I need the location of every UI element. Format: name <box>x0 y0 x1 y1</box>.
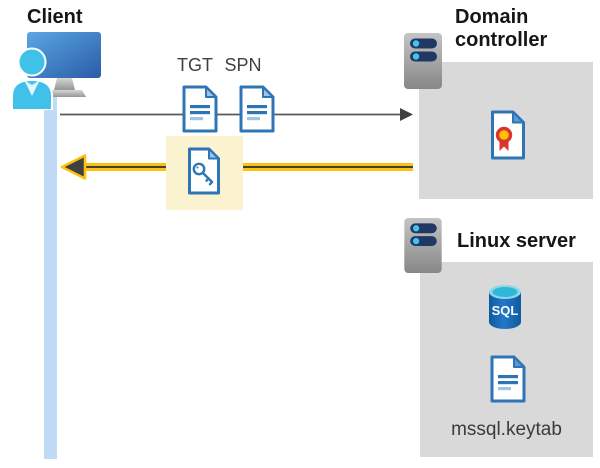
person-at-computer-icon <box>11 32 101 110</box>
spn-document-icon <box>239 85 275 133</box>
domain-controller-title: Domain controller <box>455 6 548 51</box>
linux-server-title: Linux server <box>457 230 576 252</box>
tgt-document-icon <box>182 85 218 133</box>
tgt-label: TGT <box>177 55 213 75</box>
client-lifeline-bar <box>44 95 57 459</box>
request-arrow <box>60 108 413 121</box>
sql-icon-label: SQL <box>492 303 519 318</box>
response-arrow <box>60 154 413 180</box>
client-title: Client <box>27 6 83 28</box>
linux-server-icon <box>404 217 442 274</box>
sql-database-icon: SQL <box>489 285 521 329</box>
keytab-document-icon <box>490 355 526 403</box>
keytab-filename: mssql.keytab <box>451 419 562 440</box>
certificate-document-icon <box>491 110 525 160</box>
spn-label: SPN <box>224 55 262 75</box>
key-document-icon <box>188 147 220 195</box>
domain-controller-server-icon <box>404 33 442 89</box>
